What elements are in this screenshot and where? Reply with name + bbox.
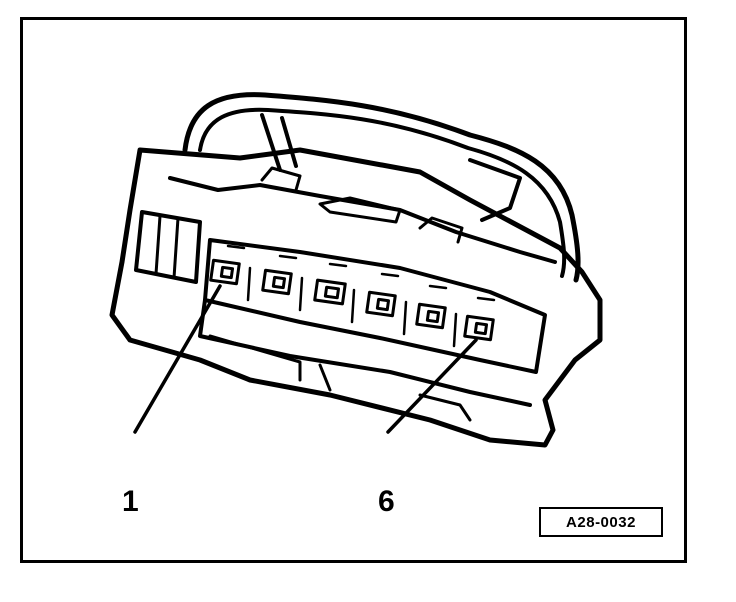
locking-loop	[182, 92, 581, 283]
pin-1	[209, 258, 241, 286]
cable-strain-relief	[260, 113, 298, 172]
side-latch	[134, 210, 202, 284]
figure-code-text: A28-0032	[566, 513, 636, 531]
leader-line-6	[386, 338, 478, 434]
leader-line-1	[133, 284, 222, 434]
pin-4	[365, 290, 397, 318]
callout-label-6: 6	[378, 485, 395, 518]
terminal-cavity	[203, 238, 547, 374]
pin-5	[415, 302, 447, 330]
pin-6	[463, 314, 495, 342]
locking-loop-inner	[198, 107, 567, 278]
lower-skirt	[198, 298, 532, 407]
pin-terminals	[209, 258, 495, 342]
callout-label-1: 1	[122, 485, 139, 518]
connector-housing	[109, 147, 603, 448]
pin-3	[313, 278, 347, 306]
top-ridge	[168, 176, 557, 264]
figure-code-box: A28-0032	[539, 507, 663, 537]
pin-2	[261, 268, 293, 296]
